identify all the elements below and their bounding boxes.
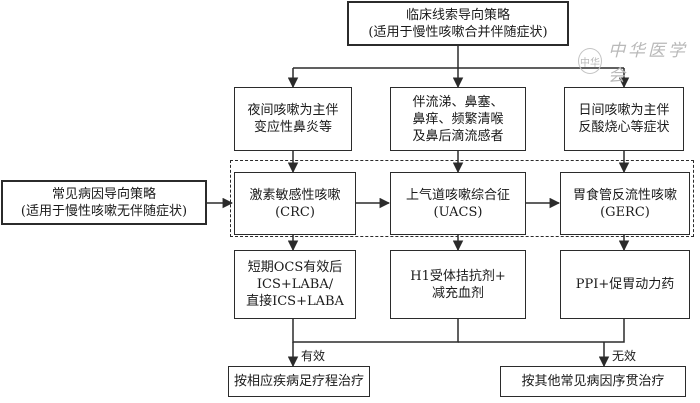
- outcome-box-effective: 按相应疾病足疗程治疗: [228, 366, 370, 397]
- common-cause-strategy-title: 常见病因导向策略: [51, 186, 156, 202]
- clinical-clue-strategy-subtitle: (适用于慢性咳嗽合并伴随症状): [368, 24, 548, 40]
- treatment-box-gerc: PPI+促胃动力药: [560, 250, 690, 319]
- edge-label-ineffective: 无效: [612, 349, 637, 363]
- clue-line: 反酸烧心等症状: [578, 120, 670, 135]
- diagnosis-name: 上气道咳嗽综合征: [405, 187, 510, 203]
- clue-line: 鼻痒、频繁清喉: [412, 111, 504, 127]
- treatment-line: ICS+LABA/: [256, 277, 334, 292]
- treatment-line: 直接ICS+LABA: [246, 294, 344, 309]
- clinical-clue-strategy-box: 临床线索导向策略 (适用于慢性咳嗽合并伴随症状): [347, 1, 569, 46]
- clue-box-daytime: 日间咳嗽为主伴 反酸烧心等症状: [564, 87, 684, 151]
- treatment-box-uacs: H1受体拮抗剂+ 减充血剂: [390, 250, 526, 319]
- clue-box-nocturnal: 夜间咳嗽为主伴 变应性鼻炎等: [234, 87, 352, 151]
- outcome-box-ineffective: 按其他常见病因序贯治疗: [500, 366, 686, 397]
- diagnosis-box-crc: 激素敏感性咳嗽 (CRC): [234, 172, 356, 235]
- treatment-line: PPI+促胃动力药: [575, 277, 675, 292]
- common-cause-strategy-box: 常见病因导向策略 (适用于慢性咳嗽无伴随症状): [1, 180, 207, 225]
- clue-line: 日间咳嗽为主伴: [578, 103, 670, 118]
- diagnosis-name: 激素敏感性咳嗽: [249, 187, 341, 203]
- watermark-text: 中华医学会: [608, 41, 689, 86]
- clue-line: 伴流涕、鼻塞、: [412, 94, 504, 110]
- edge-label-effective: 有效: [301, 349, 326, 363]
- diagnosis-abbr: (GERC): [600, 204, 650, 220]
- treatment-line: 短期OCS有效后: [247, 260, 343, 275]
- common-cause-strategy-subtitle: (适用于慢性咳嗽无伴随症状): [20, 203, 188, 219]
- clue-line: 夜间咳嗽为主伴: [247, 103, 339, 118]
- connector-ineffective: [458, 319, 625, 343]
- treatment-box-crc: 短期OCS有效后 ICS+LABA/ 直接ICS+LABA: [234, 250, 356, 319]
- clinical-clue-strategy-title: 临床线索导向策略: [405, 7, 510, 23]
- clue-box-upper-airway: 伴流涕、鼻塞、 鼻痒、频繁清喉 及鼻后滴流感者: [390, 87, 526, 151]
- treatment-line: H1受体拮抗剂+: [410, 268, 506, 284]
- diagnosis-abbr: (CRC): [275, 204, 315, 220]
- clue-line: 变应性鼻炎等: [253, 120, 332, 135]
- diagnosis-group-frame: [230, 160, 694, 237]
- watermark-seal-icon: 中华: [578, 48, 603, 74]
- outcome-text: 按相应疾病足疗程治疗: [233, 374, 364, 389]
- diagnosis-abbr: (UACS): [433, 204, 483, 220]
- clue-line: 及鼻后滴流感者: [412, 128, 504, 144]
- connector-effective: [292, 319, 459, 343]
- publisher-watermark: 中华 中华医学会: [578, 36, 700, 86]
- treatment-line: 减充血剂: [431, 285, 484, 301]
- diagnosis-box-uacs: 上气道咳嗽综合征 (UACS): [390, 172, 526, 235]
- diagnosis-box-gerc: 胃食管反流性咳嗽 (GERC): [560, 172, 690, 235]
- outcome-text: 按其他常见病因序贯治疗: [521, 374, 665, 389]
- diagnosis-name: 胃食管反流性咳嗽: [572, 187, 677, 203]
